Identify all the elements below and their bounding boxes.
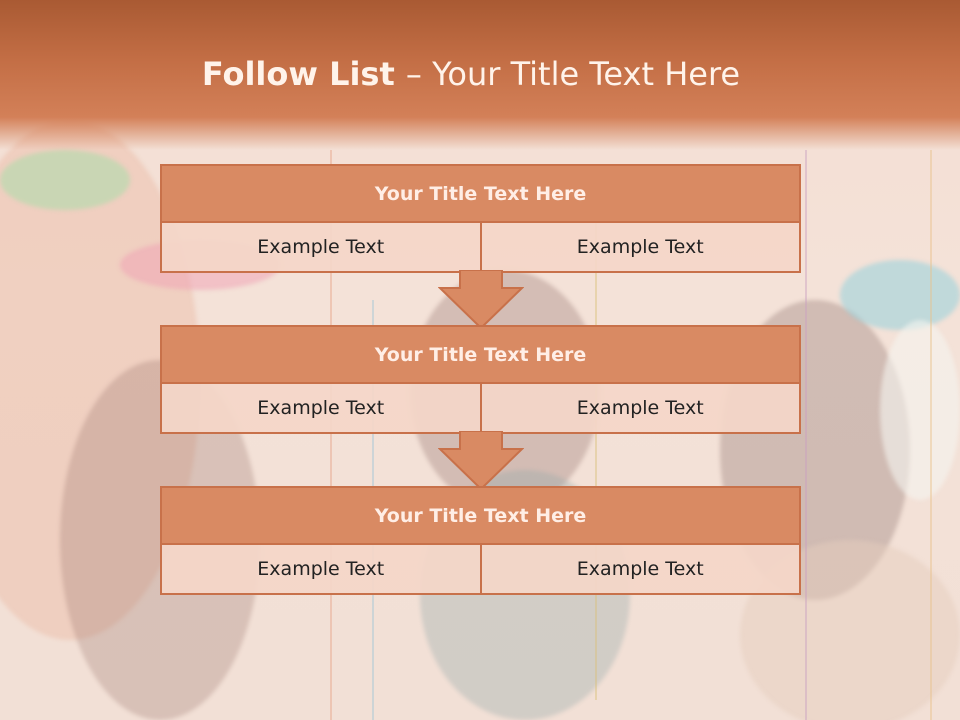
cell-right: Example Text [479,384,799,432]
down-arrow-icon [438,270,524,330]
cell-right: Example Text [479,545,799,593]
block-title: Your Title Text Here [162,166,799,223]
title-banner [0,0,960,150]
list-block-2: Your Title Text Here Example Text Exampl… [160,325,801,434]
down-arrow-icon [438,431,524,491]
list-block-3: Your Title Text Here Example Text Exampl… [160,486,801,595]
title-bold: Follow List [201,55,406,93]
cell-right: Example Text [479,223,799,271]
list-block-1: Your Title Text Here Example Text Exampl… [160,164,801,273]
block-row: Example Text Example Text [162,223,799,271]
block-title: Your Title Text Here [162,488,799,545]
page-title: Follow List – Your Title Text Here [0,55,942,93]
cell-left: Example Text [162,384,480,432]
block-title: Your Title Text Here [162,327,799,384]
title-rest: – Your Title Text Here [405,55,741,93]
cell-left: Example Text [162,545,480,593]
cell-left: Example Text [162,223,480,271]
block-row: Example Text Example Text [162,545,799,593]
block-row: Example Text Example Text [162,384,799,432]
